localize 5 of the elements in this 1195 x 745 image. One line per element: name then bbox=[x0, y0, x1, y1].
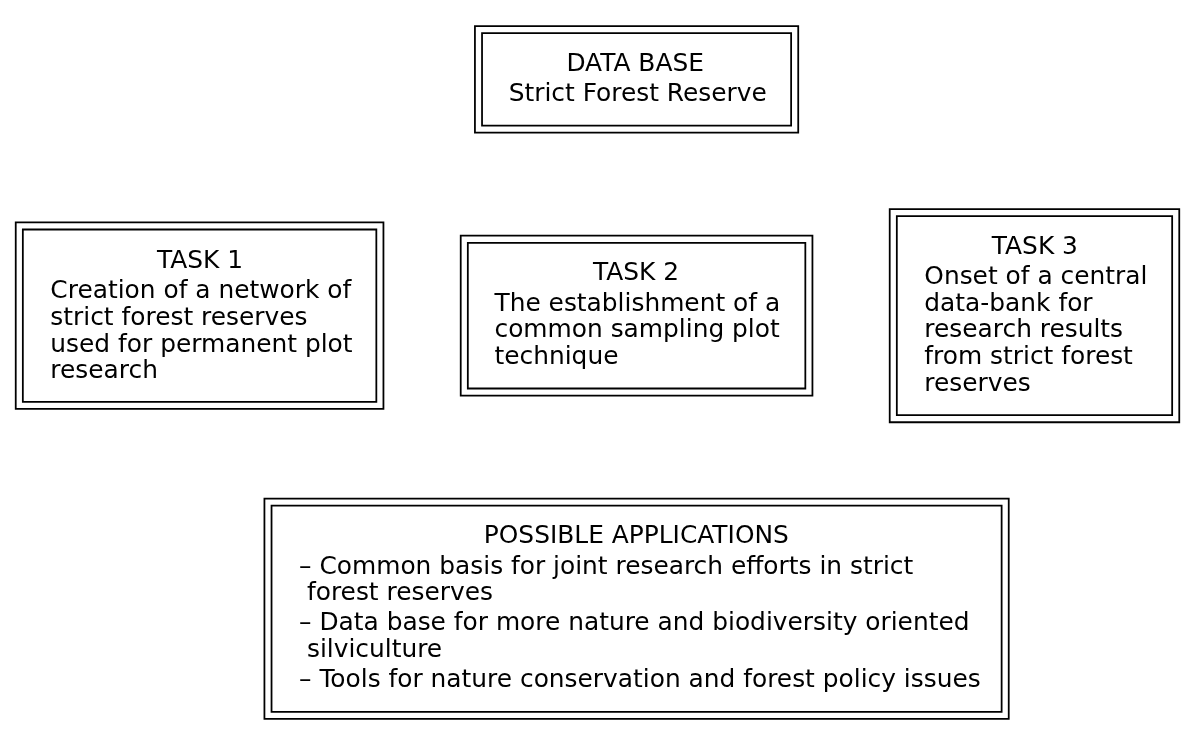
node-box: DATA BASE Strict Forest Reserve bbox=[474, 25, 800, 134]
node-box: TASK 3 Onset of a central data-bank for research results from strict forest reserves bbox=[888, 208, 1181, 424]
node-box: TASK 2 The establishment of a common sampling plot technique bbox=[459, 234, 814, 397]
node-box: TASK 1 Creation of a network of strict forest reserves used for permanent plot research bbox=[14, 221, 385, 410]
node-box: POSSIBLE APPLICATIONS – Common basis for joint research efforts in strict forest reserves – Data base for more nature and biodiversity oriented silviculture – Tools for nature conservation and forest policy issues bbox=[263, 497, 1010, 720]
